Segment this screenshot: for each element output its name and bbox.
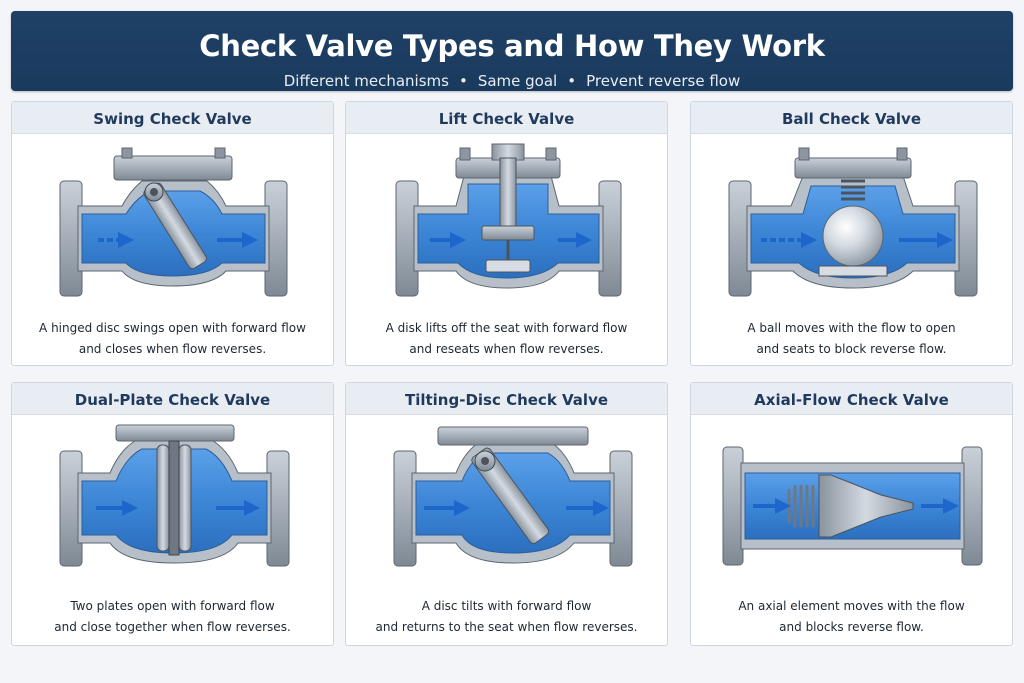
- swing-valve-diagram: [59, 147, 288, 297]
- page-subtitle: Different mechanisms • Same goal • Prevent r…: [11, 72, 1013, 90]
- desc-line: and reseats when flow reverses.: [409, 342, 604, 356]
- subtitle-separator: •: [567, 72, 577, 90]
- desc-line: A disc tilts with forward flow: [421, 599, 592, 613]
- card-description: An axial element moves with the flow and…: [691, 596, 1012, 638]
- card-title: Lift Check Valve: [346, 102, 667, 134]
- card-description: A hinged disc swings open with forward f…: [12, 318, 333, 360]
- card-title: Tilting-Disc Check Valve: [346, 383, 667, 415]
- desc-line: and blocks reverse flow.: [779, 620, 924, 634]
- desc-line: An axial element moves with the flow: [738, 599, 965, 613]
- desc-line: A disk lifts off the seat with forward f…: [385, 321, 628, 335]
- card-title: Axial-Flow Check Valve: [691, 383, 1012, 415]
- card-title: Ball Check Valve: [691, 102, 1012, 134]
- desc-line: and returns to the seat when flow revers…: [375, 620, 638, 634]
- card-title: Dual-Plate Check Valve: [12, 383, 333, 415]
- subtitle-separator: •: [458, 72, 468, 90]
- card-dual-plate-check-valve: Dual-Plate Check Valve Two plates open w…: [11, 382, 334, 646]
- subtitle-part: Same goal: [477, 72, 558, 90]
- desc-line: and close together when flow reverses.: [54, 620, 291, 634]
- card-lift-check-valve: Lift Check Valve A disk lifts off the se…: [345, 101, 668, 366]
- subtitle-part: Different mechanisms: [283, 72, 449, 90]
- axial-flow-valve-diagram: [722, 446, 983, 566]
- card-description: A disk lifts off the seat with forward f…: [346, 318, 667, 360]
- desc-line: Two plates open with forward flow: [70, 599, 275, 613]
- subtitle-part: Prevent reverse flow: [586, 72, 741, 90]
- card-description: A disc tilts with forward flow and retur…: [346, 596, 667, 638]
- card-ball-check-valve: Ball Check Valve A ball moves with the f…: [690, 101, 1013, 366]
- card-description: Two plates open with forward flow and cl…: [12, 596, 333, 638]
- card-tilting-disc-check-valve: Tilting-Disc Check Valve A disc tilts wi…: [345, 382, 668, 646]
- card-swing-check-valve: Swing Check Valve A hinged disc swings o…: [11, 101, 334, 366]
- desc-line: A hinged disc swings open with forward f…: [39, 321, 306, 335]
- ball-valve-diagram: [728, 147, 978, 297]
- tilting-disc-valve-diagram: [393, 426, 633, 567]
- page-header: Check Valve Types and How They Work Diff…: [11, 11, 1013, 91]
- card-description: A ball moves with the flow to open and s…: [691, 318, 1012, 360]
- card-title: Swing Check Valve: [12, 102, 333, 134]
- lift-valve-diagram: [395, 143, 622, 297]
- desc-line: and seats to block reverse flow.: [756, 342, 947, 356]
- desc-line: A ball moves with the flow to open: [747, 321, 956, 335]
- page-title: Check Valve Types and How They Work: [199, 29, 825, 63]
- card-axial-flow-check-valve: Axial-Flow Check Valve An axial element …: [690, 382, 1013, 646]
- dual-plate-valve-diagram: [59, 424, 290, 567]
- desc-line: and closes when flow reverses.: [78, 342, 267, 356]
